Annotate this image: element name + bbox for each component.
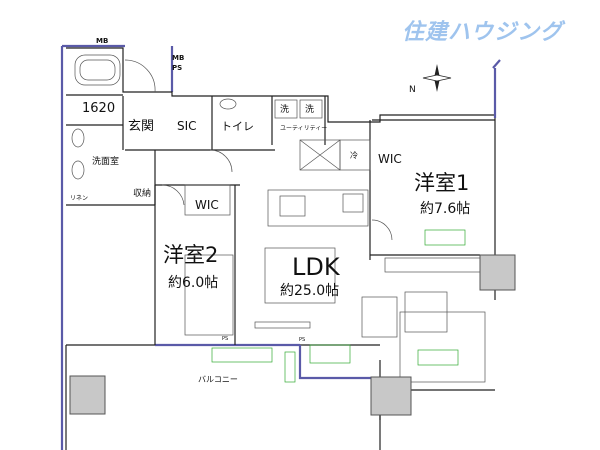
kitchen-island bbox=[267, 189, 369, 227]
compass-icon: N bbox=[409, 64, 452, 95]
stove bbox=[342, 193, 364, 213]
linen-label: リネン bbox=[70, 195, 88, 202]
washroom-label: 洗面室 bbox=[92, 155, 119, 167]
bath-label: 1620 bbox=[82, 101, 115, 116]
sofa bbox=[361, 296, 398, 338]
ps-label-1: PS bbox=[222, 336, 228, 342]
sink bbox=[279, 195, 306, 217]
bedroom1-size: 約7.6帖 bbox=[420, 201, 470, 217]
sofa-l bbox=[399, 311, 486, 383]
dining-table bbox=[264, 247, 336, 304]
bedroom2-name: 洋室2 bbox=[163, 243, 218, 267]
ldk-name: LDK bbox=[292, 253, 341, 281]
balcony-label: バルコニー bbox=[198, 375, 238, 384]
column bbox=[69, 375, 106, 415]
mb-ps-label-1: MB bbox=[172, 54, 184, 62]
wic1-label: WIC bbox=[378, 152, 402, 166]
mb-ps-label-2: PS bbox=[172, 64, 182, 72]
bed bbox=[184, 254, 234, 336]
utility-label: ユーティリティー bbox=[280, 125, 327, 132]
toilet-basin bbox=[219, 98, 237, 110]
washer-label-1: 洗 bbox=[280, 103, 289, 115]
fixtures bbox=[71, 54, 496, 383]
wic2-label: WIC bbox=[195, 198, 219, 212]
column bbox=[370, 376, 412, 416]
company-logo: 住建ハウジング bbox=[402, 20, 564, 45]
mb-label: MB bbox=[96, 37, 108, 45]
bathtub bbox=[74, 54, 121, 86]
sic-label: SIC bbox=[177, 119, 197, 133]
fridge-label: 冷 bbox=[350, 150, 358, 160]
ps-label-2: PS bbox=[299, 337, 305, 343]
fridge-space bbox=[339, 139, 371, 171]
toilet-label: トイレ bbox=[221, 120, 254, 133]
bedroom1-name: 洋室1 bbox=[414, 171, 469, 195]
ldk-size: 約25.0帖 bbox=[280, 283, 339, 299]
compass-north: N bbox=[409, 85, 416, 95]
bedroom2-size: 約6.0帖 bbox=[168, 275, 218, 291]
washer-label-2: 洗 bbox=[305, 103, 314, 115]
storage-label: 収納 bbox=[133, 187, 151, 199]
entrance-label: 玄関 bbox=[128, 119, 154, 134]
column bbox=[479, 254, 516, 291]
